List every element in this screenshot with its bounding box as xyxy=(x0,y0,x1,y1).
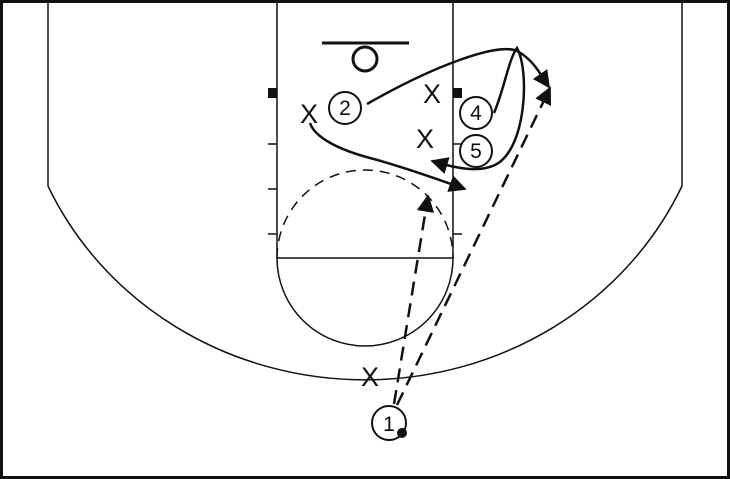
player-5-circle xyxy=(459,134,493,168)
pass-to-cutter-4 xyxy=(395,86,552,406)
cut-player-4 xyxy=(430,45,526,174)
defender-on-2: X xyxy=(300,99,318,129)
player-5-label: 5 xyxy=(470,140,482,163)
three-point-line xyxy=(47,2,683,381)
defender-on-4: X xyxy=(423,79,441,109)
free-throw-circle-bottom xyxy=(276,257,454,347)
rim xyxy=(351,45,379,73)
defender-on-1: X xyxy=(361,362,379,392)
lane-block-right xyxy=(453,88,462,98)
ball-icon xyxy=(397,428,407,438)
player-2: 2 xyxy=(328,91,362,125)
player-4: 4 xyxy=(459,96,493,130)
free-throw-circle-top xyxy=(276,169,454,259)
player-2-label: 2 xyxy=(339,97,351,120)
lane-block-left xyxy=(268,88,277,98)
defender-on-5: X xyxy=(416,124,434,154)
player-4-label: 4 xyxy=(470,102,482,125)
offense: 2 4 5 1 xyxy=(328,91,493,441)
cut-player-2-baseline xyxy=(308,122,467,192)
cut-player-2 xyxy=(366,47,551,106)
pass-to-cutter-2 xyxy=(392,194,435,405)
player-2-circle xyxy=(328,91,362,125)
defense: X X X X xyxy=(300,79,441,392)
free-throw-lane xyxy=(276,1,454,259)
play-actions xyxy=(308,45,552,406)
player-5: 5 xyxy=(459,134,493,168)
player-1-label: 1 xyxy=(383,413,395,436)
player-1: 1 xyxy=(371,405,407,441)
player-4-circle xyxy=(459,96,493,130)
